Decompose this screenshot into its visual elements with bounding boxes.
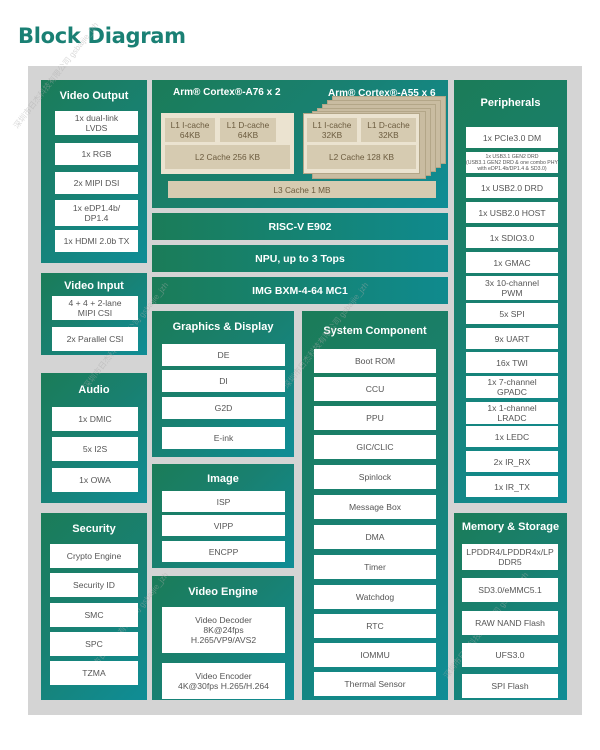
peripherals-item: 1x SDIO3.0 bbox=[466, 227, 558, 248]
system-component-item: RTC bbox=[314, 614, 436, 638]
graphics-display-item: DI bbox=[162, 370, 285, 392]
npu-bar: NPU, up to 3 Tops bbox=[152, 245, 448, 272]
graphics-display-title: Graphics & Display bbox=[172, 321, 274, 333]
security-item: SMC bbox=[50, 603, 138, 627]
video-output-item: 1x RGB bbox=[55, 143, 138, 165]
peripherals-item: 1x LEDC bbox=[466, 426, 558, 447]
memory-storage-item: RAW NAND Flash bbox=[462, 611, 558, 635]
security-item: SPC bbox=[50, 632, 138, 656]
system-component-item: DMA bbox=[314, 525, 436, 549]
memory-storage-item: LPDDR4/LPDDR4x/LP DDR5 bbox=[462, 544, 558, 570]
system-component-item: CCU bbox=[314, 377, 436, 401]
video-engine-item: Video Decoder 8K@24fps H.265/VP9/AVS2 bbox=[162, 607, 285, 653]
system-component-item: GIC/CLIC bbox=[314, 435, 436, 459]
a76-l2-cache: L2 Cache 256 KB bbox=[165, 145, 290, 169]
memory-storage-title: Memory & Storage bbox=[461, 521, 560, 533]
system-component-item: PPU bbox=[314, 406, 436, 430]
peripherals-title: Peripherals bbox=[480, 97, 541, 109]
a55-l1d-cache: L1 D-cache 32KB bbox=[361, 118, 416, 142]
memory-storage-panel: Memory & Storage bbox=[454, 513, 567, 700]
a76-title: Arm® Cortex®-A76 x 2 bbox=[173, 87, 281, 98]
peripherals-item: 3x 10-channel PWM bbox=[466, 276, 558, 300]
page-title: Block Diagram bbox=[18, 24, 186, 48]
security-item: Security ID bbox=[50, 573, 138, 597]
system-component-item: Thermal Sensor bbox=[314, 672, 436, 696]
riscv-bar: RISC-V E902 bbox=[152, 213, 448, 240]
audio-item: 5x I2S bbox=[52, 437, 138, 461]
security-item: Crypto Engine bbox=[50, 544, 138, 568]
video-input-item: 4 + 4 + 2-lane MIPI CSI bbox=[52, 296, 138, 320]
video-output-item: 1x dual-link LVDS bbox=[55, 111, 138, 135]
peripherals-item: 1x USB2.0 DRD bbox=[466, 177, 558, 198]
audio-item: 1x OWA bbox=[52, 468, 138, 492]
a55-l2-cache: L2 Cache 128 KB bbox=[307, 145, 416, 169]
system-component-item: Spinlock bbox=[314, 465, 436, 489]
system-component-item: Timer bbox=[314, 555, 436, 579]
peripherals-item: 1x IR_TX bbox=[466, 476, 558, 497]
image-title: Image bbox=[207, 473, 239, 485]
video-engine-title: Video Engine bbox=[188, 586, 258, 598]
peripherals-item: 1x GMAC bbox=[466, 252, 558, 273]
a55-title: Arm® Cortex®-A55 x 6 bbox=[328, 88, 436, 99]
gpu-bar: IMG BXM-4-64 MC1 bbox=[152, 277, 448, 304]
video-output-item: 1x eDP1.4b/ DP1.4 bbox=[55, 200, 138, 226]
memory-storage-item: SD3.0/eMMC5.1 bbox=[462, 578, 558, 602]
a76-l1d-cache: L1 D-cache 64KB bbox=[220, 118, 276, 142]
audio-item: 1x DMIC bbox=[52, 407, 138, 431]
peripherals-item: 1x 7-channel GPADC bbox=[466, 376, 558, 398]
peripherals-item: 1x 1-channel LRADC bbox=[466, 402, 558, 424]
graphics-display-item: DE bbox=[162, 344, 285, 366]
image-item: ISP bbox=[162, 491, 285, 512]
security-item: TZMA bbox=[50, 661, 138, 685]
system-component-item: Boot ROM bbox=[314, 349, 436, 373]
audio-title: Audio bbox=[78, 384, 110, 396]
peripherals-item: 1x PCIe3.0 DM bbox=[466, 127, 558, 148]
video-output-item: 2x MIPI DSI bbox=[55, 172, 138, 194]
video-output-item: 1x HDMI 2.0b TX bbox=[55, 230, 138, 252]
video-input-title: Video Input bbox=[64, 280, 124, 292]
video-output-title: Video Output bbox=[59, 90, 129, 102]
system-component-item: Watchdog bbox=[314, 585, 436, 609]
peripherals-item: 5x SPI bbox=[466, 303, 558, 324]
system-component-item: IOMMU bbox=[314, 643, 436, 667]
peripherals-item: 9x UART bbox=[466, 328, 558, 349]
image-item: ENCPP bbox=[162, 541, 285, 562]
peripherals-item: 1x USB2.0 HOST bbox=[466, 202, 558, 223]
peripherals-item: 2x IR_RX bbox=[466, 451, 558, 472]
video-input-item: 2x Parallel CSI bbox=[52, 327, 138, 351]
peripherals-item: 1x USB3.1 GEN2 DRD (USB3.1 GEN2 DRD & on… bbox=[466, 152, 558, 173]
l3-cache: L3 Cache 1 MB bbox=[168, 181, 436, 198]
memory-storage-item: SPI Flash bbox=[462, 674, 558, 698]
video-engine-item: Video Encoder 4K@30fps H.265/H.264 bbox=[162, 663, 285, 699]
system-component-item: Message Box bbox=[314, 495, 436, 519]
a55-l1i-cache: L1 I-cache 32KB bbox=[307, 118, 357, 142]
graphics-display-item: G2D bbox=[162, 397, 285, 419]
image-item: VIPP bbox=[162, 515, 285, 536]
graphics-display-item: E-ink bbox=[162, 427, 285, 449]
system-component-title: System Component bbox=[323, 325, 427, 337]
peripherals-item: 16x TWI bbox=[466, 352, 558, 373]
a76-l1i-cache: L1 I-cache 64KB bbox=[165, 118, 215, 142]
security-title: Security bbox=[72, 523, 116, 535]
memory-storage-item: UFS3.0 bbox=[462, 643, 558, 667]
